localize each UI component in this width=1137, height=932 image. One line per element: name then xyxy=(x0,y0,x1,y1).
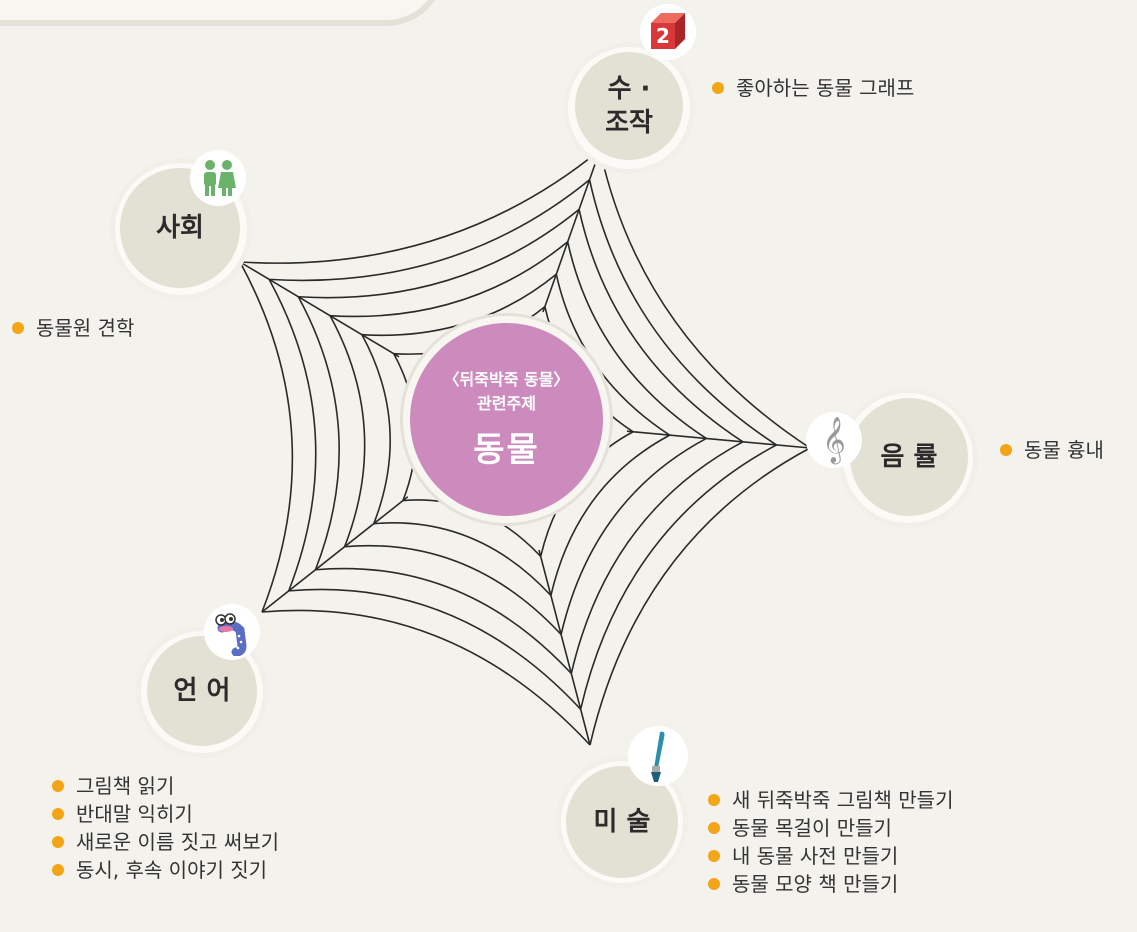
bullet-dot xyxy=(708,794,720,806)
web-thread xyxy=(578,209,744,443)
bullet-dot xyxy=(52,808,64,820)
web-thread xyxy=(579,444,777,710)
center-title-line1: 〈뒤죽박죽 동물〉 xyxy=(443,370,570,389)
web-thread xyxy=(239,149,601,264)
children-icon xyxy=(190,150,246,206)
music-label: 음 률 xyxy=(880,442,938,472)
paintbrush-icon xyxy=(628,726,688,786)
web-thread xyxy=(330,241,569,318)
math-activities: 좋아하는 동물 그래프 xyxy=(712,74,914,102)
web-thread xyxy=(373,522,552,597)
music-activities: 동물 흉내 xyxy=(1000,436,1104,464)
treble-clef-glyph: 𝄞 xyxy=(822,417,846,463)
web-thread xyxy=(298,208,580,299)
activity-text: 동시, 후속 이야기 짓기 xyxy=(76,858,268,882)
web-thread xyxy=(329,315,366,548)
activity-item: 그림책 읽기 xyxy=(52,772,279,800)
web-thread xyxy=(239,261,294,613)
web-thread xyxy=(566,241,707,440)
web-thread xyxy=(550,434,671,596)
web-spoke xyxy=(542,149,601,313)
activity-item: 동물 목걸이 만들기 xyxy=(708,814,953,842)
activity-item: 내 동물 사전 만들기 xyxy=(708,842,953,870)
math-node: 수 · 조작 xyxy=(575,52,683,160)
web-thread xyxy=(268,278,317,592)
bullet-dot xyxy=(12,322,24,334)
bullet-dot xyxy=(1000,444,1012,456)
web-spoke xyxy=(239,261,400,358)
web-thread xyxy=(570,441,744,674)
activity-text: 그림책 읽기 xyxy=(76,774,175,798)
bullet-dot xyxy=(708,822,720,834)
social-activities: 동물원 견학 xyxy=(12,314,134,342)
activity-item: 좋아하는 동물 그래프 xyxy=(712,74,914,102)
worm-icon xyxy=(204,604,260,660)
web-thread xyxy=(589,447,811,746)
activity-item: 동물 흉내 xyxy=(1000,436,1104,464)
cube-number: 2 xyxy=(656,24,670,48)
art-label: 미 술 xyxy=(593,807,651,837)
bullet-dot xyxy=(708,850,720,862)
activity-item: 새 뒤죽박죽 그림책 만들기 xyxy=(708,786,953,814)
bullet-dot xyxy=(52,780,64,792)
activity-text: 새 뒤죽박죽 그림책 만들기 xyxy=(732,788,954,812)
bullet-dot xyxy=(52,836,64,848)
web-thread xyxy=(261,609,591,746)
web-thread xyxy=(560,437,707,635)
activity-item: 새로운 이름 짓고 써보기 xyxy=(52,828,279,856)
center-circle: 〈뒤죽박죽 동물〉 관련주제 동물 xyxy=(410,323,603,516)
web-thread xyxy=(588,179,777,446)
web-thread xyxy=(297,296,340,571)
activity-item: 반대말 익히기 xyxy=(52,800,279,828)
math-label-line2: 조작 xyxy=(605,108,653,138)
web-spoke xyxy=(626,430,811,449)
treble-clef-icon: 𝄞 xyxy=(806,412,862,468)
web-thread xyxy=(315,567,572,675)
web-thread xyxy=(361,334,391,524)
language-label: 언 어 xyxy=(173,676,231,706)
center-topic: 〈뒤죽박죽 동물〉 관련주제 동물 xyxy=(400,313,613,526)
activity-text: 동물 모양 책 만들기 xyxy=(732,872,899,896)
web-thread xyxy=(288,588,582,710)
web-thread xyxy=(269,179,591,282)
number-cube-icon: 2 xyxy=(640,4,696,60)
math-label-line1: 수 · xyxy=(607,74,651,104)
center-topic-label: 동물 xyxy=(473,430,540,470)
activity-item: 동시, 후속 이야기 짓기 xyxy=(52,856,279,884)
web-thread xyxy=(344,544,562,636)
activity-text: 동물 목걸이 만들기 xyxy=(732,816,892,840)
activity-text: 반대말 익히기 xyxy=(76,802,193,826)
social-label: 사회 xyxy=(156,213,204,243)
activity-text: 동물 흉내 xyxy=(1024,438,1104,462)
corner-frame xyxy=(0,0,446,26)
bullet-dot xyxy=(708,878,720,890)
activity-text: 내 동물 사전 만들기 xyxy=(732,844,899,868)
activity-text: 동물원 견학 xyxy=(36,316,135,340)
web-thread xyxy=(599,149,811,449)
activity-text: 새로운 이름 짓고 써보기 xyxy=(76,830,280,854)
web-spoke xyxy=(538,549,591,746)
activity-item: 동물원 견학 xyxy=(12,314,134,342)
music-node: 음 률 xyxy=(850,398,968,516)
activity-item: 동물 모양 책 만들기 xyxy=(708,870,953,898)
web-spoke xyxy=(261,496,409,613)
center-title-line2: 관련주제 xyxy=(477,394,536,413)
activity-text: 좋아하는 동물 그래프 xyxy=(736,76,915,100)
bullet-dot xyxy=(52,864,64,876)
bullet-dot xyxy=(712,82,724,94)
